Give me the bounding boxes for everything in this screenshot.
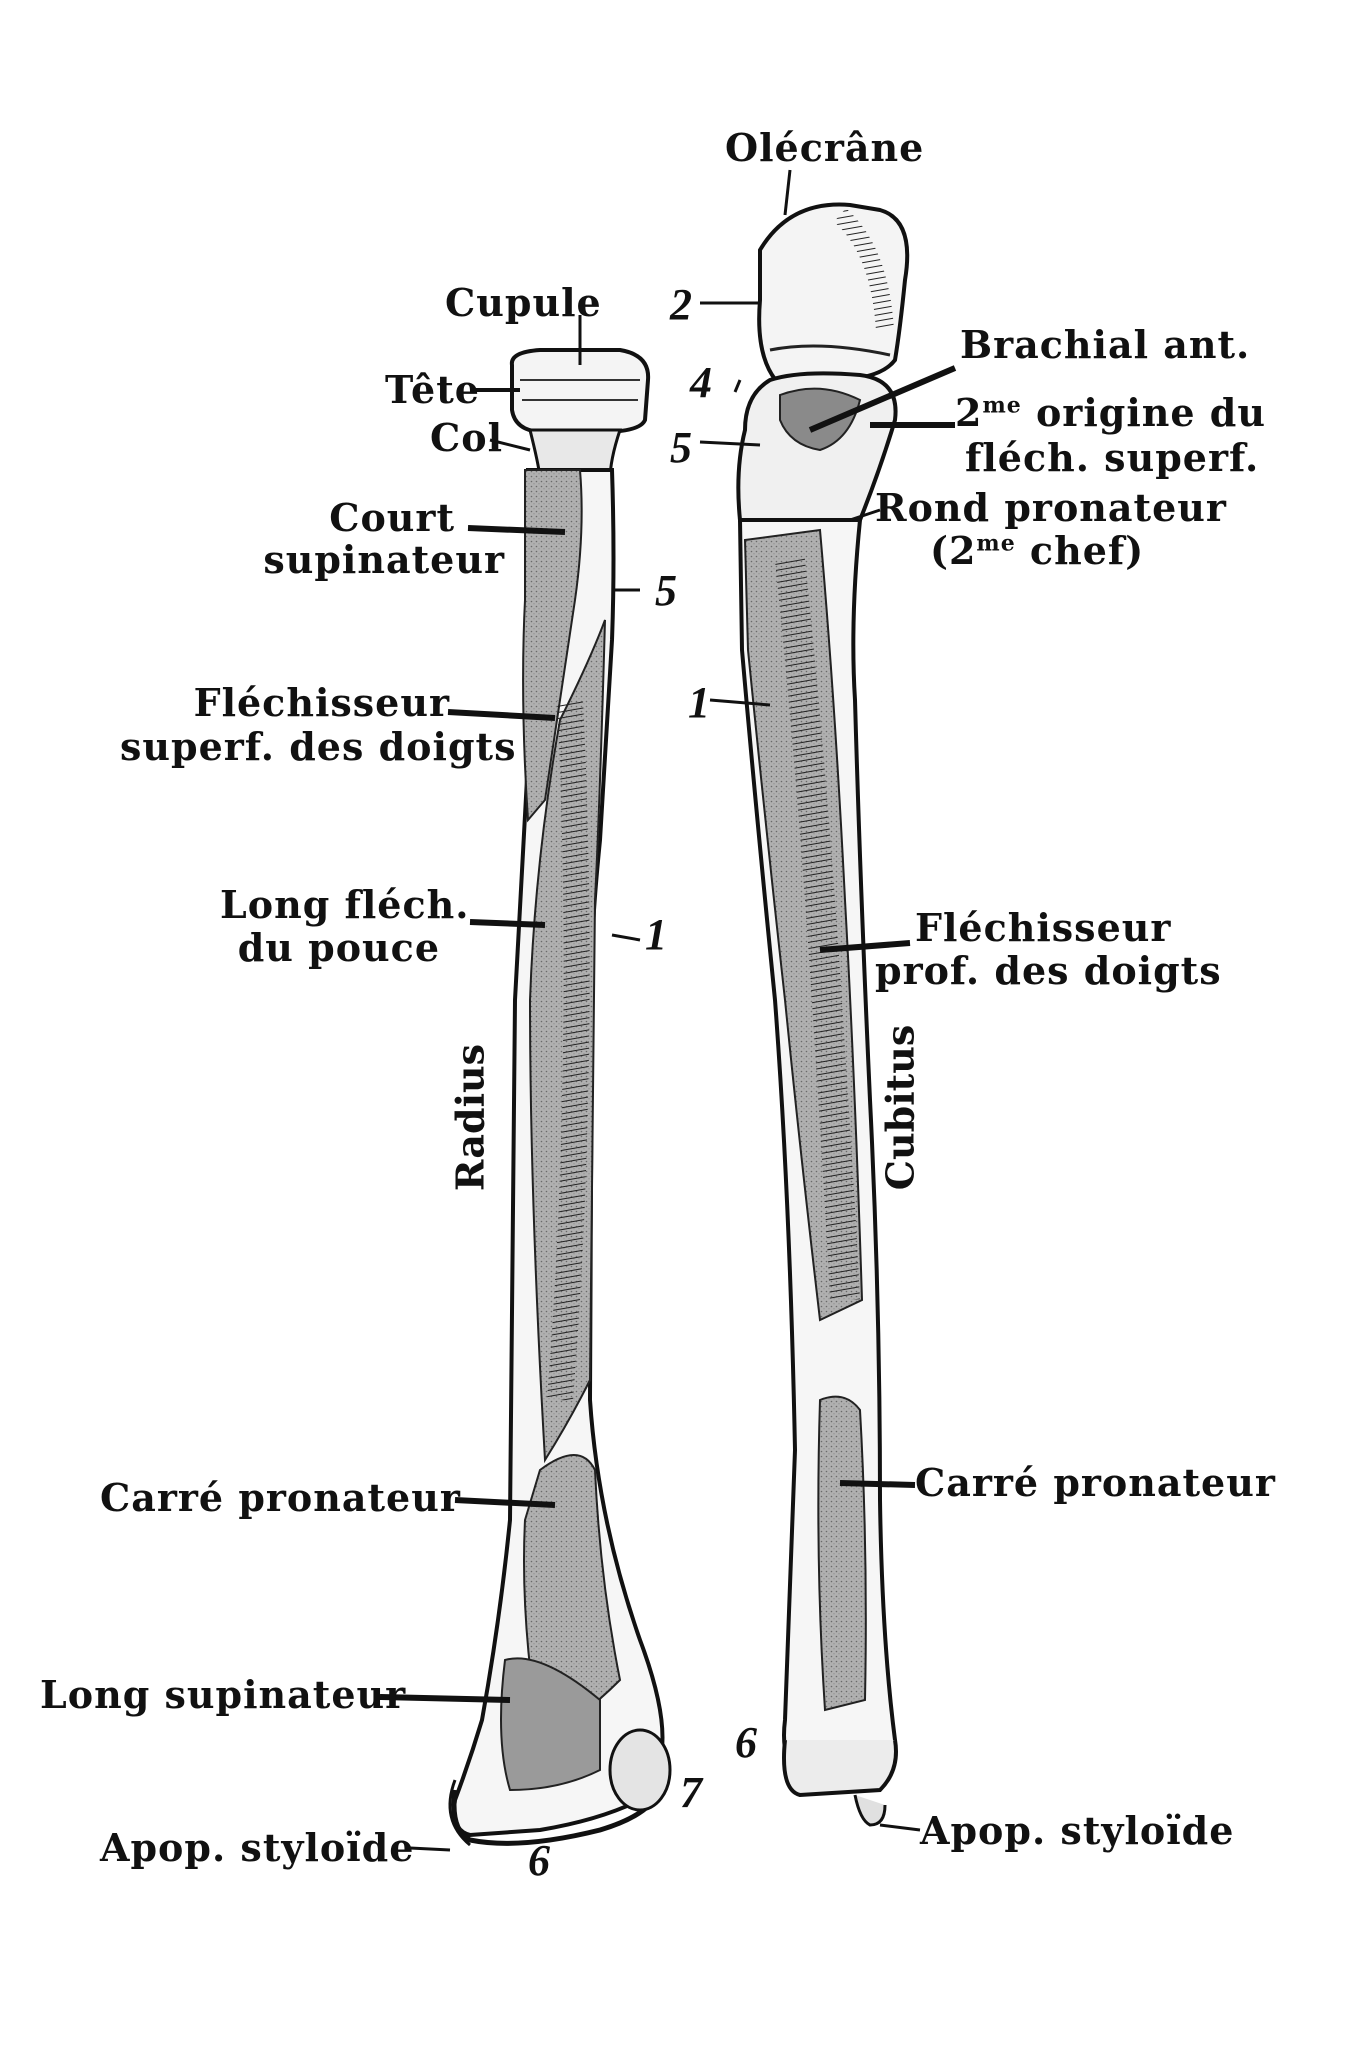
label-cubitus: Cubitus — [877, 1024, 923, 1191]
second-origine-text: origine du — [1021, 390, 1267, 435]
second-chef-open: (2 — [930, 528, 977, 573]
number-2: 2 — [670, 280, 692, 329]
label-flechisseur-prof-line2: prof. des doigts — [875, 948, 1222, 993]
radius-head — [509, 348, 651, 434]
label-radius: Radius — [447, 1043, 493, 1192]
number-7: 7 — [680, 1768, 702, 1817]
label-rond-pronateur: Rond pronateur — [875, 485, 1227, 530]
label-flechisseur-superf-line2: superf. des doigts — [120, 724, 517, 769]
label-second-origine: 2me origine du — [955, 390, 1266, 436]
second-chef-superscript: me — [976, 530, 1016, 557]
label-tete: Tête — [385, 367, 480, 412]
label-apop-styloide-left: Apop. styloïde — [100, 1825, 415, 1870]
carre-pronateur-ulna-area — [817, 1395, 867, 1712]
label-apop-styloide-right: Apop. styloïde — [920, 1808, 1235, 1853]
second-chef-text: chef) — [1015, 528, 1145, 573]
label-flechisseur-superf-line1: Fléchisseur — [193, 680, 450, 725]
court-supinateur-area — [522, 469, 583, 823]
label-carre-pronateur-right: Carré pronateur — [915, 1460, 1276, 1505]
label-second-chef: (2me chef) — [930, 528, 1144, 574]
number-4: 4 — [690, 358, 712, 407]
number-6-radius: 6 — [528, 1836, 550, 1885]
label-olecrane: Olécrâne — [725, 125, 925, 170]
label-long-flech-line2: du pouce — [237, 925, 440, 970]
label-court-supinateur-line2: supinateur — [263, 537, 505, 582]
label-court-supinateur-line1: Court — [329, 495, 455, 540]
number-5-top: 5 — [670, 423, 692, 472]
radius-bone — [448, 348, 672, 1847]
label-cupule: Cupule — [445, 280, 602, 325]
label-brachial-ant: Brachial ant. — [960, 322, 1251, 367]
brachial-ant-area — [779, 387, 862, 452]
leader-lines — [379, 169, 957, 1852]
label-flechisseur-prof-line1: Fléchisseur — [915, 905, 1172, 950]
second-origine-number: 2 — [955, 390, 983, 435]
second-origine-superscript: me — [982, 392, 1022, 419]
number-6-ulna: 6 — [735, 1718, 757, 1767]
label-flech-superf: fléch. superf. — [965, 435, 1260, 480]
number-1-radius: 1 — [645, 910, 667, 959]
number-5-radius: 5 — [655, 566, 677, 615]
label-long-supinateur: Long supinateur — [40, 1672, 407, 1717]
label-long-flech-line1: Long fléch. — [220, 882, 470, 927]
number-1-ulna: 1 — [688, 678, 710, 727]
long-supinateur-area — [500, 1657, 601, 1792]
label-carre-pronateur-left: Carré pronateur — [100, 1475, 461, 1520]
label-col: Col — [430, 415, 504, 460]
